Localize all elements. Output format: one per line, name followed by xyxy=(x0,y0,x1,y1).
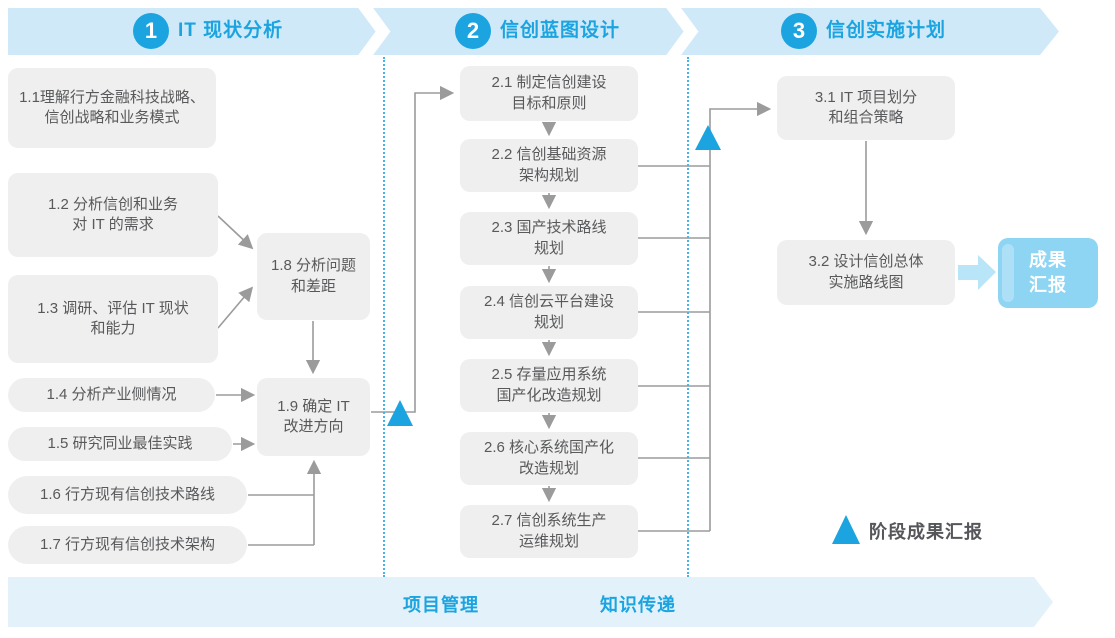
footer-ribbon xyxy=(8,577,1053,627)
thick-arrow-3-2-to-result-icon xyxy=(958,255,996,290)
step-box-1-6: 1.6 行方现有信创技术路线 xyxy=(8,476,247,514)
phase-1-title: IT 现状分析 xyxy=(178,20,284,41)
step-box-2-2: 2.2 信创基础资源 架构规划 xyxy=(460,139,638,192)
footer-label-knowledge-transfer: 知识传递 xyxy=(600,595,676,615)
step-box-2-7: 2.7 信创系统生产 运维规划 xyxy=(460,505,638,558)
arrow-collector-to-3-1 xyxy=(709,101,772,531)
milestone-triangle-phase1-icon xyxy=(387,400,413,426)
step-box-3-1: 3.1 IT 项目划分 和组合策略 xyxy=(777,76,955,140)
ribbon-separator-chevron-2 xyxy=(665,0,699,64)
step-box-1-9: 1.9 确定 IT 改进方向 xyxy=(257,378,370,456)
step-box-1-7: 1.7 行方现有信创技术架构 xyxy=(8,526,247,564)
step-box-1-4: 1.4 分析产业侧情况 xyxy=(8,378,215,412)
step-box-2-6: 2.6 核心系统国产化 改造规划 xyxy=(460,432,638,485)
phase-2-title: 信创蓝图设计 xyxy=(500,20,621,41)
ribbon-separator-chevron-1 xyxy=(357,0,391,64)
phase-2-number-badge: 2 xyxy=(455,13,491,49)
legend-triangle-icon xyxy=(832,515,860,544)
step-box-1-3: 1.3 调研、评估 IT 现状 和能力 xyxy=(8,275,218,363)
arrow-1-9-to-2-1 xyxy=(371,85,455,413)
phase-separator-1 xyxy=(383,57,385,577)
step-box-2-4: 2.4 信创云平台建设 规划 xyxy=(460,286,638,339)
result-report-box: 成果 汇报 xyxy=(998,238,1098,308)
step-box-2-5: 2.5 存量应用系统 国产化改造规划 xyxy=(460,359,638,412)
phase-3-number-badge: 3 xyxy=(781,13,817,49)
arrow-1-2-to-1-8 xyxy=(217,215,254,250)
milestone-triangle-phase2-icon xyxy=(695,125,721,150)
step-box-1-5: 1.5 研究同业最佳实践 xyxy=(8,427,232,461)
step-box-1-2: 1.2 分析信创和业务 对 IT 的需求 xyxy=(8,173,218,257)
phase-1-number-badge: 1 xyxy=(133,13,169,49)
step-box-1-8: 1.8 分析问题 和差距 xyxy=(257,233,370,320)
phase-3-title: 信创实施计划 xyxy=(826,20,947,41)
step-box-2-3: 2.3 国产技术路线 规划 xyxy=(460,212,638,265)
step-box-1-1: 1.1理解行方金融科技战略、 信创战略和业务模式 xyxy=(8,68,216,148)
phase-separator-2 xyxy=(687,57,689,577)
legend-label: 阶段成果汇报 xyxy=(869,522,983,542)
footer-label-project-management: 项目管理 xyxy=(403,595,479,615)
step-box-3-2: 3.2 设计信创总体 实施路线图 xyxy=(777,240,955,305)
arrow-1-3-to-1-8 xyxy=(217,286,254,329)
step-box-2-1: 2.1 制定信创建设 目标和原则 xyxy=(460,66,638,121)
